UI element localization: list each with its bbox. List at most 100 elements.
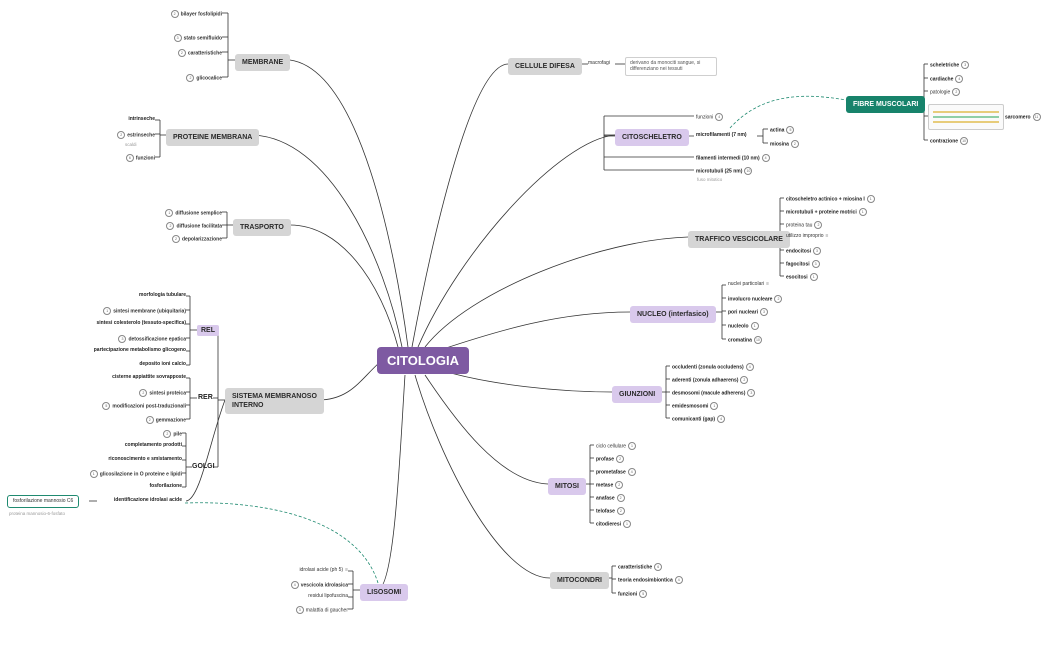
count-badge[interactable]: 1	[710, 402, 719, 410]
count-badge[interactable]: 2	[814, 221, 823, 229]
leaf-fosforilazione-mannosio[interactable]: fosforilazione mannosio C6	[7, 495, 80, 508]
count-badge[interactable]: 2	[790, 140, 799, 148]
count-badge[interactable]: 2	[616, 507, 625, 515]
leaf-golgi-2[interactable]: completamento prodotti	[124, 442, 182, 448]
central-topic[interactable]: CITOLOGIA	[377, 347, 469, 374]
count-badge[interactable]: 2	[139, 389, 148, 397]
sarcomero-image[interactable]	[928, 104, 1004, 130]
subtopic-rer[interactable]: RER	[198, 394, 213, 401]
count-badge[interactable]: 2	[615, 481, 624, 489]
count-badge[interactable]: 2	[774, 295, 783, 303]
topic-proteine-membrana[interactable]: PROTEINE MEMBRANA	[166, 129, 260, 146]
leaf-macrofagi[interactable]: macrofagi	[588, 60, 610, 66]
count-badge[interactable]: 2	[171, 235, 180, 243]
leaf-lisosomi-3[interactable]: residui lipofuscina	[308, 593, 348, 599]
count-badge[interactable]: 10	[744, 167, 753, 175]
leaf-cito-filamenti[interactable]: filamenti intermedi (10 nm)4	[696, 154, 772, 162]
note-icon[interactable]: ≡	[825, 233, 829, 239]
count-badge[interactable]: 5	[102, 402, 111, 410]
count-badge[interactable]: 1	[89, 470, 98, 478]
topic-cellule-difesa[interactable]: CELLULE DIFESA	[508, 58, 582, 75]
leaf-rel-6[interactable]: deposito ioni calcio	[139, 361, 186, 367]
leaf-rel-1[interactable]: morfologia tubulare	[139, 292, 186, 298]
count-badge[interactable]: 1	[866, 195, 875, 203]
topic-citoscheletro[interactable]: CITOSCHELETRO	[615, 129, 689, 146]
count-badge[interactable]: 10	[960, 137, 969, 145]
count-badge[interactable]: 3	[760, 308, 769, 316]
leaf-nucleo-1[interactable]: nuclei particolari≡	[728, 281, 770, 287]
count-badge[interactable]: 3	[295, 606, 304, 614]
leaf-giunzioni-2[interactable]: aderenti (zonula adhaerens)2	[672, 376, 750, 384]
count-badge[interactable]: 2	[145, 416, 154, 424]
note-icon[interactable]: ≡	[766, 281, 770, 287]
count-badge[interactable]: 4	[627, 468, 636, 476]
leaf-giunzioni-3[interactable]: desmosomi (macule adherens)3	[672, 389, 757, 397]
count-badge[interactable]: 1	[858, 208, 867, 216]
count-badge[interactable]: 4	[717, 415, 726, 423]
subtopic-rel[interactable]: REL	[197, 325, 219, 336]
count-badge[interactable]: 2	[740, 376, 749, 384]
count-badge[interactable]: 2	[952, 88, 961, 96]
count-badge[interactable]: 3	[813, 247, 822, 255]
count-badge[interactable]: 2	[166, 222, 175, 230]
count-badge[interactable]: 5	[639, 590, 648, 598]
count-badge[interactable]: 2	[616, 455, 625, 463]
topic-traffico-vescicolare[interactable]: TRAFFICO VESCICOLARE	[688, 231, 790, 248]
count-badge[interactable]: 4	[715, 113, 724, 121]
leaf-giunzioni-5[interactable]: comunicanti (gap)4	[672, 415, 727, 423]
count-badge[interactable]: 2	[117, 131, 126, 139]
count-badge[interactable]: 6	[125, 154, 134, 162]
topic-lisosomi[interactable]: LISOSOMI	[360, 584, 409, 601]
topic-trasporto[interactable]: TRASPORTO	[233, 219, 291, 236]
note-icon[interactable]: ≡	[345, 567, 348, 573]
count-badge[interactable]: 1	[809, 273, 818, 281]
leaf-macrofagi-desc[interactable]: derivano da monociti sangue, si differen…	[625, 57, 717, 76]
count-badge[interactable]: 4	[745, 363, 754, 371]
count-badge[interactable]: 4	[955, 75, 964, 83]
count-badge[interactable]: 3	[811, 260, 820, 268]
count-badge[interactable]: 5	[786, 126, 795, 134]
count-badge[interactable]: 4	[761, 154, 770, 162]
count-badge[interactable]: 2	[170, 10, 179, 18]
count-badge[interactable]: 3	[173, 34, 182, 42]
leaf-lisosomi-1[interactable]: idrolasi acide (ph 5)≡	[299, 567, 348, 573]
leaf-rel-5[interactable]: partecipazione metabolismo glicogeno	[93, 347, 186, 353]
topic-giunzioni[interactable]: GIUNZIONI	[612, 386, 663, 403]
count-badge[interactable]: 1	[628, 442, 637, 450]
